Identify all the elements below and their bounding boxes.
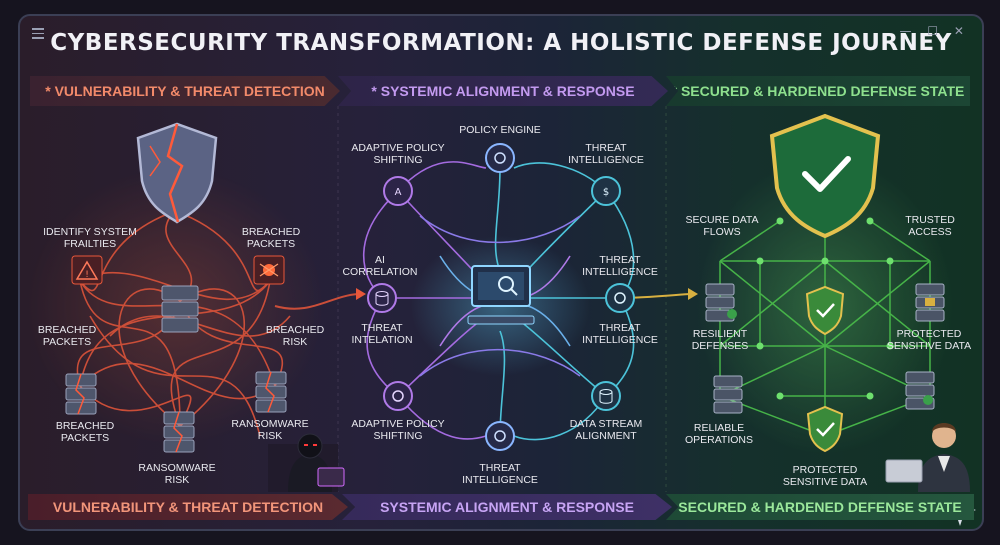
label-breached-packets: BREACHED PACKETS <box>37 324 97 348</box>
broken-server-icon <box>163 411 195 453</box>
footer-systemic-alignment: SYSTEMIC ALIGNMENT & RESPONSE <box>342 494 672 520</box>
secure-server-icon <box>705 283 737 322</box>
broken-shield-icon <box>136 122 218 224</box>
label-trusted-access: TRUSTED ACCESS <box>905 214 955 238</box>
label-identify-frailties: IDENTIFY SYSTEM FRAILTIES <box>43 226 137 250</box>
label-resilient-defenses: RESILIENT DEFENSES <box>691 328 749 352</box>
lock-server-icon <box>915 283 945 322</box>
label-threat-intelligence: THREAT INTELLIGENCE <box>582 254 658 278</box>
mini-shield-icon <box>805 285 845 336</box>
label-ransomware-risk: RANSOMWARE RISK <box>138 462 216 486</box>
label-data-stream: DATA STREAM ALIGNMENT <box>569 418 643 442</box>
svg-text:!: ! <box>85 270 89 280</box>
label-breached-packets: BREACHED PACKETS <box>55 420 115 444</box>
label-adaptive-policy: ADAPTIVE POLICY SHIFTING <box>351 418 445 442</box>
hacker-icon <box>268 433 345 492</box>
label-reliable-operations: RELIABLE OPERATIONS <box>684 422 754 446</box>
label-threat-intelligence: THREAT INTELLIGENCE <box>568 142 644 166</box>
network-nodes <box>756 217 894 400</box>
bug-icon <box>253 255 285 285</box>
gear-node-icon <box>605 283 635 313</box>
footer-secured-defense: SECURED & HARDENED DEFENSE STATE <box>666 494 974 520</box>
svg-text:A: A <box>395 187 402 198</box>
label-ai-correlation: AI CORRELATION <box>342 254 418 278</box>
title-bar: CYBERSECURITY TRANSFORMATION: A HOLISTIC… <box>20 16 982 74</box>
broken-server-icon <box>255 371 287 413</box>
label-protected-data: PROTECTED SENSITIVE DATA <box>782 464 868 488</box>
label-threat-intelligence: THREAT INTELLIGENCE <box>462 462 538 486</box>
label-secure-data-flows: SECURE DATA FLOWS <box>685 214 759 238</box>
mini-shield-icon <box>806 405 844 453</box>
tab-systemic-alignment[interactable]: * SYSTEMIC ALIGNMENT & RESPONSE <box>338 76 668 106</box>
secure-server-icon <box>905 371 935 410</box>
adaptive-policy-node-icon: A <box>383 176 413 206</box>
tab-vulnerability-detection[interactable]: * VULNERABILITY & THREAT DETECTION <box>30 76 340 106</box>
warning-icon: ! <box>71 255 103 285</box>
label-adaptive-policy: ADAPTIVE POLICY SHIFTING <box>351 142 445 166</box>
database-node-icon <box>367 283 397 313</box>
monitor-magnifier-icon <box>467 265 535 325</box>
label-policy-engine: POLICY ENGINE <box>459 124 541 136</box>
label-threat-intelation: THREAT INTELATION <box>351 322 413 346</box>
label-threat-intelligence: THREAT INTELLIGENCE <box>582 322 658 346</box>
page-title: CYBERSECURITY TRANSFORMATION: A HOLISTIC… <box>50 30 952 56</box>
data-stream-node-icon <box>591 381 621 411</box>
policy-engine-node-icon <box>485 143 515 173</box>
label-breached-risk: BREACHED RISK <box>265 324 325 348</box>
svg-text:$: $ <box>603 187 609 198</box>
menu-icon[interactable] <box>32 28 44 39</box>
label-breached-packets: BREACHED PACKETS <box>241 226 301 250</box>
tab-secured-defense[interactable]: * SECURED & HARDENED DEFENSE STATE <box>666 76 970 106</box>
server-icon <box>161 285 199 333</box>
window-controls[interactable]: — ☐ ✕ <box>899 24 970 38</box>
threat-intel-node-icon <box>485 421 515 451</box>
label-protected-data: PROTECTED SENSITIVE DATA <box>886 328 972 352</box>
secure-server-icon <box>713 375 743 414</box>
broken-server-icon <box>65 373 97 415</box>
threat-intel-node-icon: $ <box>591 176 621 206</box>
gear-node-icon <box>383 381 413 411</box>
footer-vulnerability-detection: VULNERABILITY & THREAT DETECTION <box>28 494 348 520</box>
label-ransomware-risk: RANSOMWARE RISK <box>231 418 309 442</box>
secure-shield-icon <box>769 113 881 239</box>
analyst-icon <box>885 423 970 492</box>
transformation-diagram: ! <box>25 106 976 526</box>
app-window: CYBERSECURITY TRANSFORMATION: A HOLISTIC… <box>18 14 984 531</box>
